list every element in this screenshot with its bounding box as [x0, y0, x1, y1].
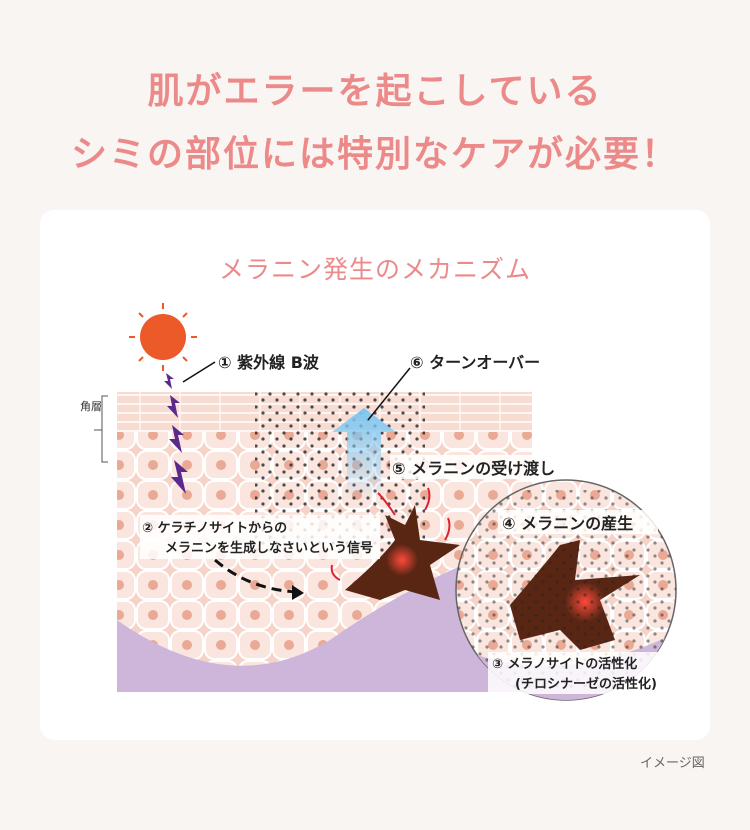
label-uvb: ① 紫外線 B波 [218, 353, 320, 372]
label-melanin-production: ④ メラニンの産生 [502, 514, 633, 533]
label-signal-1: ② ケラチノサイトからの [142, 521, 287, 536]
label-melanin-transfer: ⑤ メラニンの受け渡し [392, 459, 555, 478]
label-tyrosinase-activation: (チロシナーゼの活性化) [515, 676, 657, 692]
transfer-arrows-icon [330, 487, 451, 581]
pointer-line [182, 361, 216, 383]
labels: ① 紫外線 B波 ⑥ ターンオーバー ⑤ メラニンの受け渡し ② ケラチノサイト… [140, 353, 668, 694]
dermis-layer [117, 540, 532, 692]
image-note: イメージ図 [640, 756, 705, 771]
label-signal-2: メラニンを生成しなさいという信号 [165, 540, 373, 556]
turnover-arrow-icon [332, 408, 396, 500]
label-melanocyte-activation: ③ メラノサイトの活性化 [492, 656, 637, 672]
layer-label: 角層 [80, 400, 102, 413]
diagram-title: メラニン発生のメカニズム [218, 255, 531, 284]
sun-icon [129, 303, 197, 371]
headline-line-2: シミの部位には特別なケアが必要！ [70, 134, 679, 175]
layer-bracket [94, 395, 108, 463]
headline-line-1: 肌がエラーを起こしている [147, 71, 603, 112]
uv-arrows-icon [164, 373, 188, 494]
signal-arrow-icon [214, 558, 299, 594]
label-turnover: ⑥ ターンオーバー [410, 353, 540, 372]
